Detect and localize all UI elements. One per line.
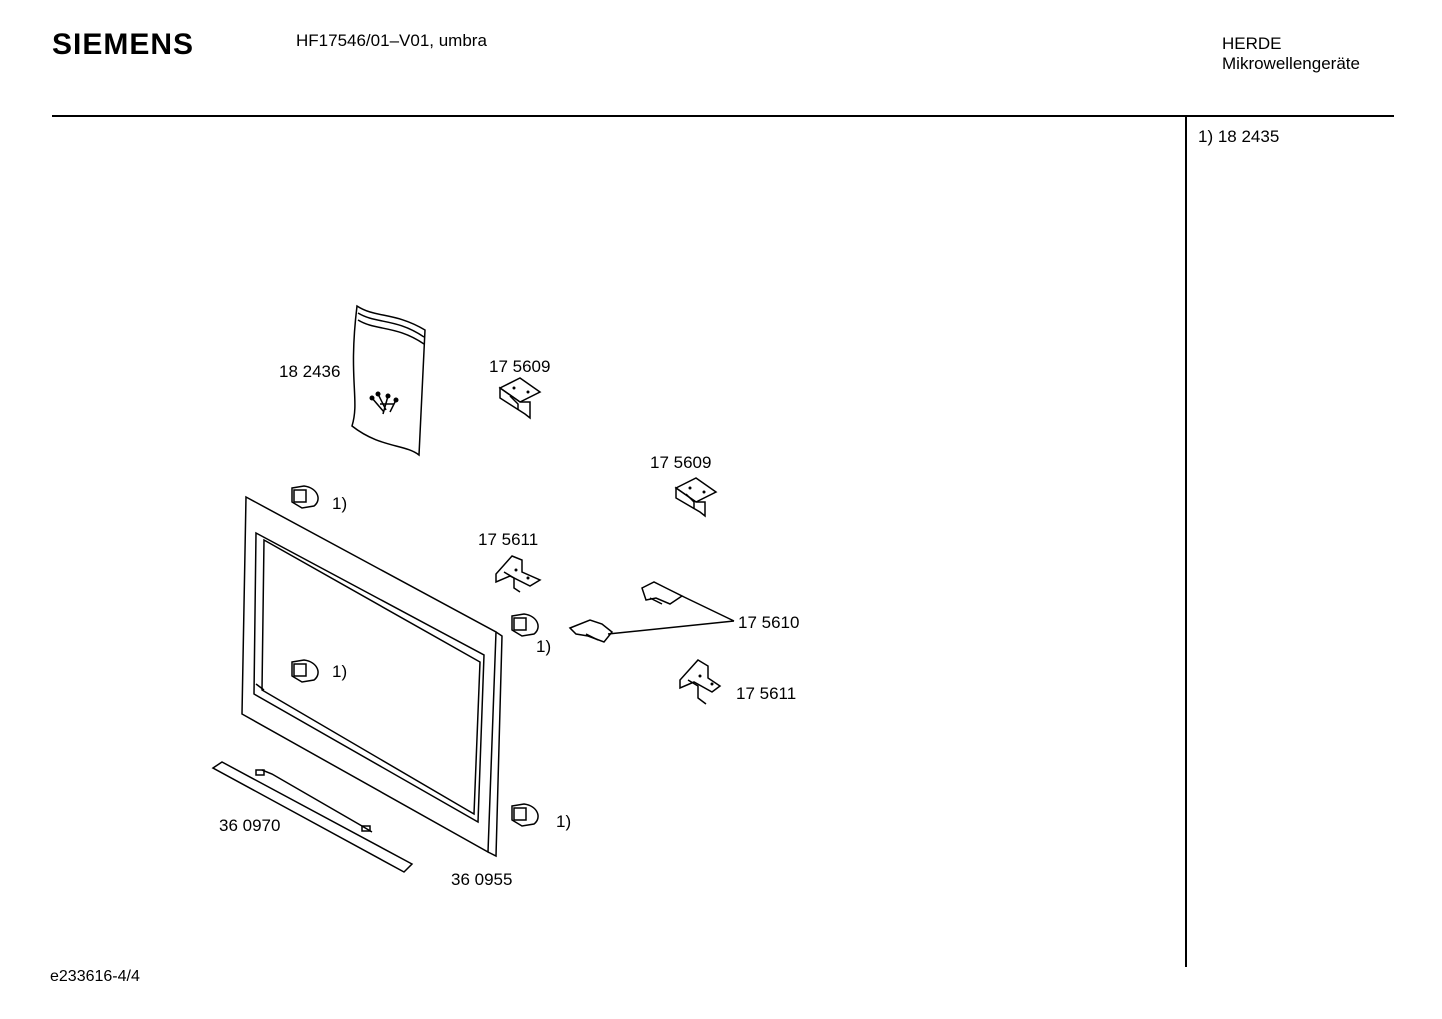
label-bracket-mid: 17 5609	[650, 453, 711, 472]
clip-part-2[interactable]	[511, 613, 539, 637]
label-frame: 36 0955	[451, 870, 512, 889]
label-hinge-upper: 17 5611	[478, 530, 538, 549]
label-strip: 36 0970	[219, 816, 280, 835]
document-id: e233616-4/4	[50, 968, 140, 985]
label-clip-note-4: 1)	[556, 812, 571, 831]
leader-line-latch-lower	[607, 620, 735, 635]
brand-logo: SIEMENS	[52, 28, 195, 61]
clip-part-4[interactable]	[511, 803, 539, 827]
clip-part-1[interactable]	[291, 485, 319, 509]
label-bracket-top: 17 5609	[489, 357, 550, 376]
bracket-part-mid[interactable]	[674, 477, 718, 518]
strip-part[interactable]	[211, 761, 414, 873]
sidebar-divider	[1185, 117, 1187, 967]
category-block: HERDE Mikrowellengeräte	[1222, 34, 1360, 74]
label-hinge-lower: 17 5611	[736, 684, 796, 703]
category-line-2: Mikrowellengeräte	[1222, 54, 1360, 73]
header-divider	[52, 115, 1394, 117]
hinge-part-upper[interactable]	[495, 555, 542, 593]
label-screw-bag: 18 2436	[279, 362, 340, 381]
label-clip-note-1: 1)	[332, 494, 347, 513]
label-clip-note-3: 1)	[332, 662, 347, 681]
footnote-text: 1) 18 2435	[1198, 127, 1280, 146]
exploded-diagram: 18 2436 17 5609 17 5609 17 5611 17 5611	[211, 304, 799, 889]
frame-part[interactable]	[241, 495, 503, 858]
clip-part-3[interactable]	[291, 659, 319, 683]
bracket-part-top[interactable]	[498, 377, 542, 420]
label-latch-pair: 17 5610	[738, 613, 799, 632]
latch-part-upper[interactable]	[641, 581, 684, 605]
hinge-part-lower[interactable]	[679, 659, 722, 705]
screws-icon	[369, 391, 399, 415]
screw-bag-part[interactable]	[351, 304, 426, 457]
label-clip-note-2: 1)	[536, 637, 551, 656]
model-number: HF17546/01–V01, umbra	[296, 31, 487, 50]
latch-part-lower[interactable]	[568, 619, 614, 643]
leader-line-latch-upper	[681, 595, 735, 622]
category-line-1: HERDE	[1222, 34, 1282, 53]
